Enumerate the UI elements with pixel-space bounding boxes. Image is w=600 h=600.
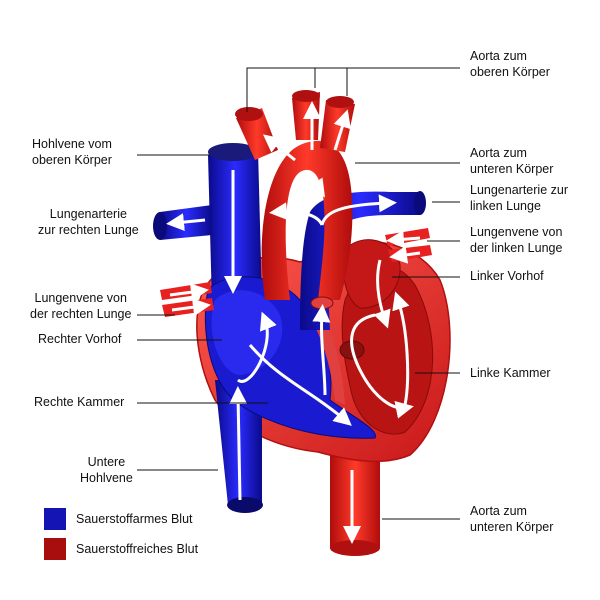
label-line: Linke Kammer bbox=[470, 366, 551, 380]
label-line: Lungenvene von bbox=[470, 225, 563, 239]
label-line: unteren Körper bbox=[470, 520, 554, 534]
label-line: Lungenarterie zur bbox=[470, 183, 568, 197]
label-line: Aorta zum bbox=[470, 146, 527, 160]
legend-item-oxygen-poor: Sauerstoffarmes Blut bbox=[44, 508, 193, 530]
flow-arrows bbox=[166, 101, 421, 544]
label-left-atrium: Linker Vorhof bbox=[470, 268, 544, 284]
leader-lines bbox=[137, 67, 460, 520]
label-line: linken Lunge bbox=[470, 199, 541, 213]
label-line: Aorta zum bbox=[470, 504, 527, 518]
left-atrium-chamber bbox=[342, 239, 401, 309]
pulmonary-veins-left bbox=[385, 228, 432, 262]
label-line: Hohlvene bbox=[80, 471, 133, 485]
label-pulmonary-artery-left: Lungenarterie zur linken Lunge bbox=[470, 182, 568, 214]
legend-item-oxygen-rich: Sauerstoffreiches Blut bbox=[44, 538, 198, 560]
label-line: zur rechten Lunge bbox=[38, 223, 139, 237]
legend-label: Sauerstoffreiches Blut bbox=[76, 542, 199, 556]
label-right-atrium: Rechter Vorhof bbox=[38, 331, 121, 347]
label-line: Hohlvene vom bbox=[32, 137, 112, 151]
label-line: oberen Körper bbox=[470, 65, 550, 79]
label-aorta-upper: Aorta zum oberen Körper bbox=[470, 48, 550, 80]
label-aorta-lower-bottom: Aorta zum unteren Körper bbox=[470, 503, 553, 535]
label-line: Lungenvene von bbox=[34, 291, 127, 305]
label-right-ventricle: Rechte Kammer bbox=[34, 394, 124, 410]
label-line: oberen Körper bbox=[32, 153, 112, 167]
legend-label: Sauerstoffarmes Blut bbox=[76, 512, 193, 526]
label-line: Lungenarterie bbox=[49, 207, 127, 221]
legend-swatch-blue bbox=[44, 508, 66, 530]
label-line: der linken Lunge bbox=[470, 241, 563, 255]
label-line: Untere bbox=[87, 455, 126, 469]
legend-swatch-red bbox=[44, 538, 66, 560]
superior-vena-cava bbox=[208, 143, 262, 305]
label-pulmonary-vein-left: Lungenvene von der linken Lunge bbox=[470, 224, 562, 256]
label-pulmonary-artery-right: Lungenarterie zur rechten Lunge bbox=[38, 206, 139, 238]
label-line: unteren Körper bbox=[470, 162, 554, 176]
label-pulmonary-vein-right: Lungenvene von der rechten Lunge bbox=[30, 290, 131, 322]
label-line: Linker Vorhof bbox=[470, 269, 544, 283]
label-superior-vena-cava: Hohlvene vom oberen Körper bbox=[32, 136, 112, 168]
label-line: Rechter Vorhof bbox=[38, 332, 122, 346]
label-line: der rechten Lunge bbox=[30, 307, 132, 321]
label-line: Aorta zum bbox=[470, 49, 527, 63]
label-left-ventricle: Linke Kammer bbox=[470, 365, 551, 381]
label-line: Rechte Kammer bbox=[34, 395, 125, 409]
label-aorta-lower-top: Aorta zum unteren Körper bbox=[470, 145, 553, 177]
septum bbox=[300, 295, 345, 405]
label-inferior-vena-cava: Untere Hohlvene bbox=[80, 454, 133, 486]
